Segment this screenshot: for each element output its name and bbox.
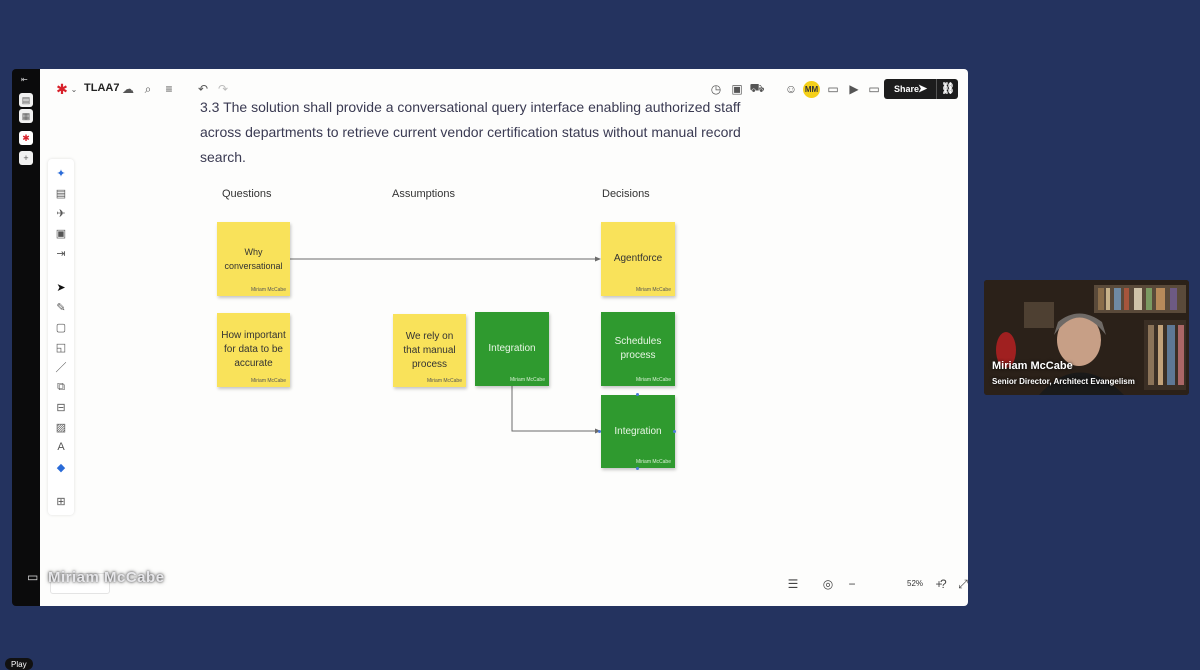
login-icon[interactable]: ⇥: [56, 247, 66, 260]
app-icon[interactable]: ✱: [19, 131, 33, 145]
copy-icon[interactable]: ⧉: [57, 380, 65, 393]
shapes-icon[interactable]: ◱: [55, 341, 67, 354]
accessibility-icon[interactable]: ◎: [822, 577, 834, 591]
note-author: Miriam McCabe: [250, 287, 286, 293]
diamond-icon[interactable]: ◆: [56, 461, 66, 474]
column-header-questions: Questions: [222, 188, 272, 200]
share-button[interactable]: Share ➤ ⛓: [884, 79, 958, 99]
pointer-icon[interactable]: ➤: [56, 281, 66, 294]
note-author: Miriam McCabe: [635, 459, 671, 465]
column-header-decisions: Decisions: [602, 188, 650, 200]
sticky-note-data-accuracy[interactable]: How important for data to be accurate Mi…: [217, 313, 290, 387]
sparkle-icon[interactable]: ✦: [56, 167, 66, 180]
menu-icon[interactable]: ≡: [165, 82, 173, 96]
car-icon[interactable]: ⛟: [749, 81, 765, 95]
plane-icon: ➤: [918, 83, 928, 95]
note-text: We rely on that manual process: [403, 330, 456, 370]
note-text: Integration: [614, 425, 662, 437]
table-icon[interactable]: ▤: [55, 187, 67, 200]
undo-icon[interactable]: ↶: [197, 82, 209, 96]
timer-icon[interactable]: ◷: [710, 82, 722, 96]
connectors: [290, 256, 601, 434]
frame-icon[interactable]: ▣: [55, 227, 67, 240]
link-icon[interactable]: ⛓: [941, 83, 955, 95]
app-icon[interactable]: ✱: [56, 80, 68, 97]
note-author: Miriam McCabe: [635, 287, 671, 293]
lock-icon[interactable]: ▣: [731, 82, 743, 96]
top-toolbar: ✱ ⌄ TLAA7 ☁ ⌕ ≡ ↶ ↷ ◷ ▣ ⛟ ☺ MM ▭ ▶ ▭ Sha…: [40, 69, 968, 109]
search-icon[interactable]: ⌕: [144, 81, 152, 96]
board-title[interactable]: TLAA7: [84, 82, 120, 94]
column-header-assumptions: Assumptions: [392, 188, 455, 200]
list-icon[interactable]: ☰: [787, 577, 799, 591]
avatar[interactable]: MM: [803, 81, 820, 98]
speaker-video[interactable]: Miriam McCabe Senior Director, Architect…: [984, 280, 1189, 395]
sticky-note-schedules-process[interactable]: Schedules process Miriam McCabe: [601, 312, 675, 386]
users-icon[interactable]: ☺: [784, 82, 798, 96]
video-icon[interactable]: ▭: [868, 82, 880, 96]
sticky-note-agentforce[interactable]: Agentforce Miriam McCabe: [601, 222, 675, 296]
fullscreen-icon[interactable]: ⤢: [958, 576, 968, 591]
help-icon[interactable]: ?: [940, 577, 947, 591]
page-tab[interactable]: [50, 573, 110, 594]
zoom-in-icon[interactable]: +: [935, 577, 943, 591]
share-label: Share: [894, 84, 920, 94]
add-icon[interactable]: +: [19, 151, 33, 165]
sticky-note-integration-decision[interactable]: Integration Miriam McCabe: [601, 395, 675, 468]
video-frame: [984, 280, 1189, 395]
sticky-note-integration[interactable]: Integration Miriam McCabe: [475, 312, 549, 386]
selection-handle[interactable]: [636, 393, 639, 396]
comment-icon[interactable]: ▭: [827, 82, 839, 96]
note-author: Miriam McCabe: [635, 377, 671, 383]
rocket-icon[interactable]: ✈: [56, 207, 66, 220]
pen-icon[interactable]: ✎: [56, 301, 66, 314]
speaker-name: Miriam McCabe: [992, 360, 1073, 372]
note-author: Miriam McCabe: [426, 378, 462, 384]
note-author: Miriam McCabe: [509, 377, 545, 383]
template-icon[interactable]: ⊟: [56, 401, 66, 414]
arrow-head: [595, 256, 601, 262]
note-text: Agentforce: [613, 253, 663, 264]
zoom-out-icon[interactable]: −: [848, 577, 856, 591]
chevron-down-icon[interactable]: ⌄: [70, 84, 78, 94]
selection-handle[interactable]: [673, 430, 676, 433]
app-icon[interactable]: ▦: [19, 109, 33, 123]
speaker-title: Senior Director, Architect Evangelism: [992, 377, 1135, 386]
selection-handle[interactable]: [636, 467, 639, 470]
sticky-note-manual-process[interactable]: We rely on that manual process Miriam Mc…: [393, 314, 466, 387]
whiteboard-window: ✱ ⌄ TLAA7 ☁ ⌕ ≡ ↶ ↷ ◷ ▣ ⛟ ☺ MM ▭ ▶ ▭ Sha…: [40, 69, 968, 606]
cloud-icon: ☁: [122, 82, 134, 96]
zoom-bar: ☰ ◎ − 52% + ⤢: [780, 569, 968, 599]
presenter-label: Miriam McCabe: [48, 569, 165, 586]
note-text: How important for data to be accurate: [221, 330, 286, 369]
note-text: Schedules process: [614, 336, 662, 361]
requirement-text: 3.3 The solution shall provide a convers…: [200, 99, 741, 165]
app-rail: ⇤ ▤ ▦ ✱ +: [12, 69, 40, 606]
note-text: Why conversational: [224, 247, 283, 271]
tool-palette: ✦ ▤ ✈ ▣ ⇥ ➤ ✎ ▢ ◱ ／ ⧉ ⊟ ▨ A ◆ ⊞: [48, 159, 74, 515]
zoom-level[interactable]: 52%: [907, 579, 924, 588]
redo-icon[interactable]: ↷: [217, 82, 229, 96]
sticky-note-why-conversational[interactable]: Why conversational Miriam McCabe: [217, 222, 290, 296]
menu-icon[interactable]: ⇤: [21, 75, 28, 84]
image-icon[interactable]: ▨: [55, 421, 67, 434]
line-icon[interactable]: ／: [55, 362, 67, 374]
connector-line[interactable]: [511, 386, 597, 432]
note-author: Miriam McCabe: [250, 378, 286, 384]
text-icon[interactable]: A: [57, 441, 65, 453]
apps-icon[interactable]: ⊞: [56, 495, 66, 508]
sticky-note-icon[interactable]: ▢: [55, 321, 67, 334]
selection-handle[interactable]: [598, 430, 601, 433]
home-icon[interactable]: ▤: [19, 93, 33, 107]
note-text: Integration: [488, 343, 536, 354]
present-icon[interactable]: ▶: [849, 82, 859, 96]
play-button[interactable]: Play: [5, 658, 33, 670]
monitor-icon: ▭: [27, 570, 39, 584]
